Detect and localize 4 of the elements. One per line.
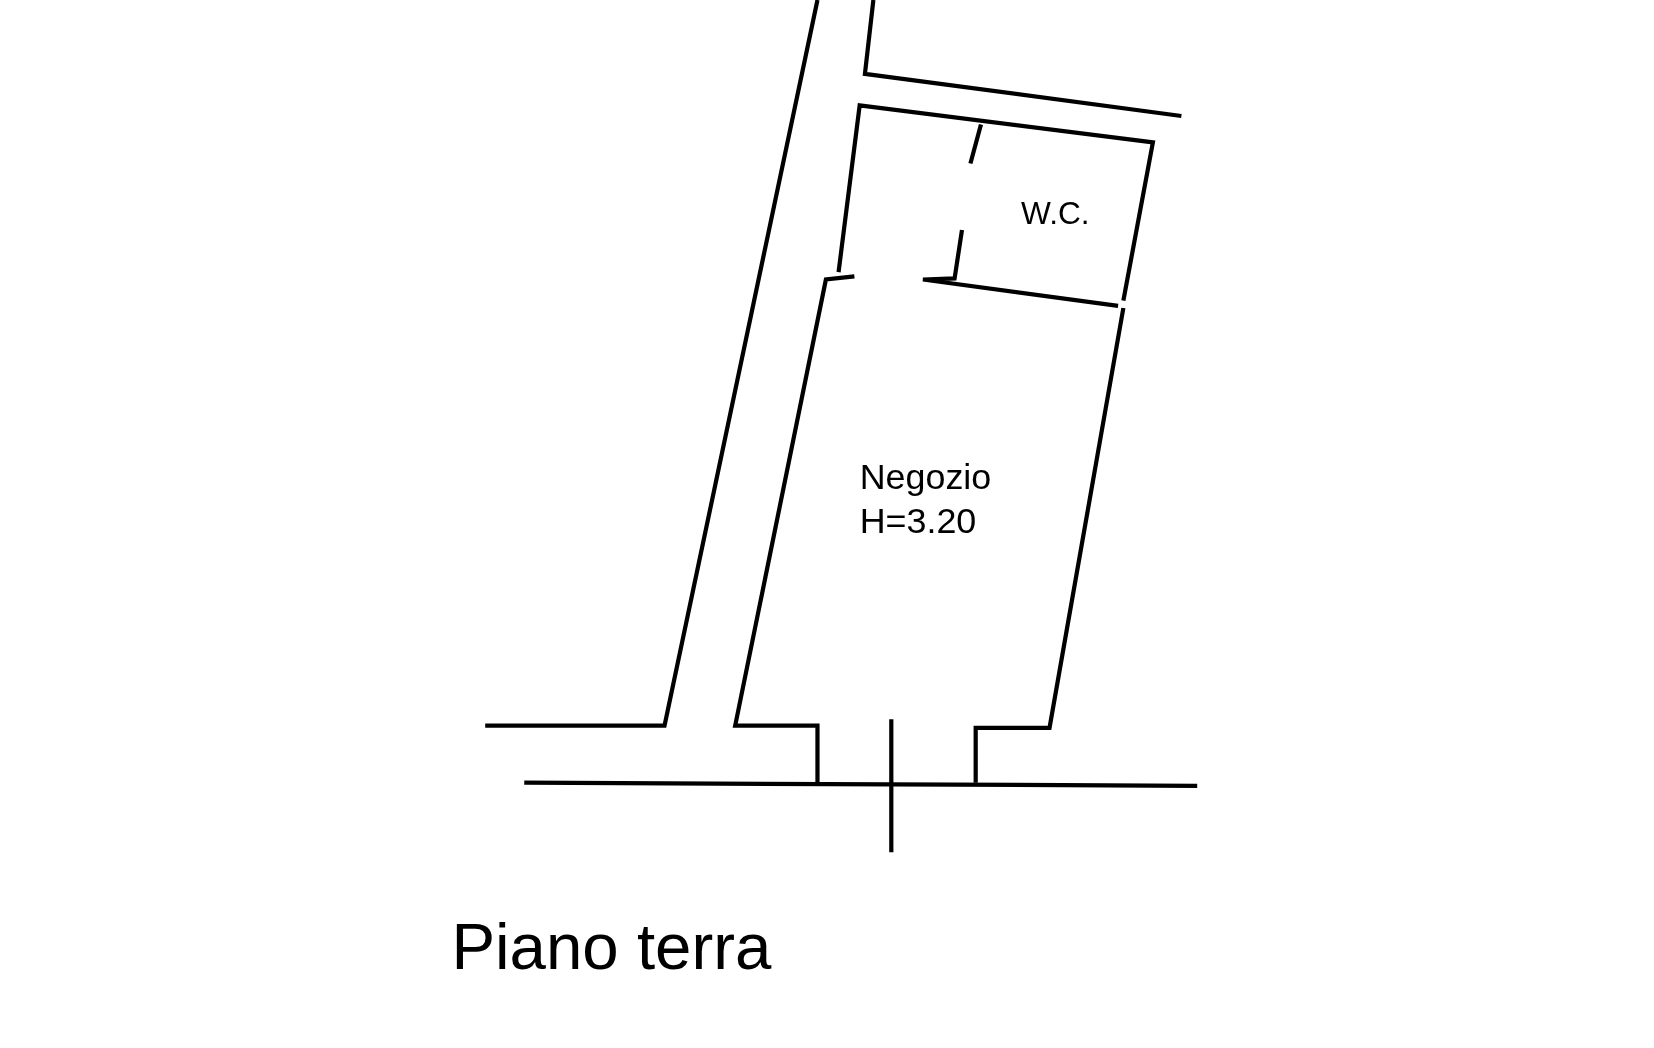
ceiling-height: H=3.20: [859, 498, 978, 542]
plan-caption: Piano terra: [451, 909, 772, 985]
room-label: W.C.: [1021, 194, 1090, 232]
room-label: Negozio: [859, 455, 992, 499]
